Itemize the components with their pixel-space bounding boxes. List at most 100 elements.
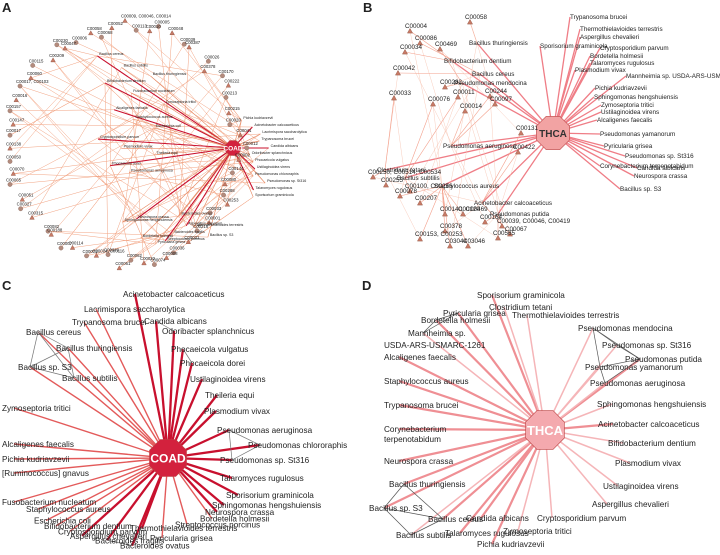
metabolite-label-a-49: C00017, C00103: [16, 79, 49, 84]
species-label-a-33: Aspergillus chevalieri: [188, 222, 222, 226]
edge-b-met-6-0: [444, 82, 463, 88]
metabolite-label-a-25: C00036: [169, 246, 185, 251]
hub-label-a: COAD: [223, 146, 242, 153]
metabolite-label-a-16: C00002: [235, 153, 251, 158]
species-label-b-right-5: Bordetella holmesii: [590, 53, 643, 60]
species-label-d-29: Cryptosporidium parvum: [537, 514, 626, 523]
metabolite-label-a-15: C00012: [243, 141, 259, 146]
species-label-c-6: Phocaeicola vulgatus: [171, 345, 248, 354]
species-label-b-left-4: Pseudomonas aeruginosa: [443, 143, 517, 150]
edge-a-met-2-0: [122, 30, 150, 223]
edge-c-hub-7: [67, 347, 169, 459]
edge-c-hub-17: [13, 457, 169, 460]
metabolite-node-a-24: [185, 239, 191, 244]
edge-d-hub-8: [398, 356, 546, 431]
edge-d-grey-12: [435, 312, 459, 321]
edge-b-extra-0: [469, 21, 478, 44]
edge-d-grey-8: [403, 483, 444, 520]
edge-b-met-16-0: [404, 177, 411, 192]
metabolite-label-b-29: C00067: [505, 226, 528, 233]
metabolite-node-a-54: [62, 45, 68, 51]
metabolite-node-a-23: [194, 228, 200, 234]
edge-b-extra-7: [489, 95, 499, 215]
metabolite-label-a-37: C00082: [44, 224, 60, 229]
species-label-c-35: Pyricularia grisea: [150, 534, 213, 543]
edge-d-grey-3: [616, 344, 641, 360]
metabolite-label-a-51: C00115: [29, 58, 44, 63]
species-label-d-2: Pyricularia grisea: [443, 309, 506, 318]
species-label-a-11: Theileria equi: [156, 151, 178, 155]
edge-a-met-10-0: [122, 85, 229, 223]
edge-c-hub-5: [37, 331, 169, 459]
species-label-b-right-8: Mannheimia sp. USDA-ARS-USMARC-1261: [626, 73, 720, 80]
species-label-b-right-9: Pichia kudriavzevii: [595, 85, 647, 92]
metabolite-node-a-48: [13, 97, 19, 102]
species-label-a-21: Ustilaginoidea virens: [257, 165, 290, 169]
edge-a-hub-32: [179, 147, 234, 216]
edge-a-met-49-1: [19, 85, 137, 220]
panel-b-edges: [372, 16, 638, 247]
edge-d-hub-5: [422, 332, 546, 431]
metabolite-label-a-43: C00050: [6, 154, 22, 159]
species-label-a-19: Odoribacter splanchnicus: [252, 151, 293, 155]
metabolite-node-a-55: [73, 40, 79, 45]
metabolite-node-b-3: [437, 45, 443, 52]
edge-b-met-3-0: [439, 48, 463, 84]
edge-a-hub-33: [185, 147, 234, 227]
metabolite-label-a-2: C00010: [146, 24, 162, 29]
edge-a-met-31-1: [107, 103, 165, 255]
species-label-b-left-3: Pseudomonas mendocina: [454, 80, 527, 87]
metabolite-label-a-35: C00007: [57, 241, 73, 246]
metabolite-node-b-12: [462, 107, 468, 114]
metabolite-node-b-24: [442, 227, 448, 234]
edge-a-met-57-0: [101, 36, 250, 156]
edge-a-met-41-1: [9, 118, 134, 185]
edge-a-hub-13: [128, 147, 234, 173]
species-label-d-11: Pseudomonas yamanorum: [585, 363, 683, 372]
edge-a-hub-6: [113, 109, 234, 149]
species-label-c-20: Pseudomonas sp. St316: [220, 456, 310, 465]
metabolite-node-a-39: [18, 206, 23, 212]
edge-b-extra-4: [404, 51, 483, 204]
edge-a-met-28-0: [143, 161, 254, 264]
species-label-a-29: Pyricularia grisea: [158, 240, 186, 244]
metabolite-node-a-51: [30, 63, 36, 68]
metabolite-label-a-36: C00188: [47, 228, 63, 233]
species-label-d-12: Staphylococcus aureus: [384, 377, 469, 386]
edge-d-hub-20: [398, 428, 546, 463]
species-label-a-13: Pseudomonas aeruginosa: [131, 168, 173, 172]
edge-b-met-9-0: [404, 96, 459, 179]
metabolite-node-b-23: [499, 222, 505, 229]
metabolite-label-a-29: C00062: [127, 253, 143, 258]
panel-letter-a: A: [2, 0, 12, 15]
edge-d-grey-2: [592, 327, 601, 368]
species-label-c-33: Streptococcus porcinus: [175, 521, 260, 530]
metabolite-node-b-15: [383, 181, 389, 188]
edge-a-hub-4: [131, 92, 234, 149]
species-label-c-13: Zymoseptoria tritici: [2, 404, 71, 413]
metabolite-node-a-2: [147, 28, 153, 34]
edge-a-met-52-1: [52, 59, 195, 227]
panel-a-edges: [9, 20, 269, 269]
metabolite-node-b-25: [417, 235, 423, 242]
metabolite-label-b-13: C00131: [516, 125, 539, 132]
species-label-d-9: Pseudomonas sp. St316: [602, 341, 692, 350]
edge-b-met-13-0: [481, 132, 522, 204]
edge-d-hub-26: [442, 429, 546, 520]
metabolite-label-b-17: C00422: [513, 144, 536, 151]
edge-c-hub-21: [13, 457, 169, 503]
species-label-c-16: Pseudomonas aeruginosa: [217, 426, 313, 435]
metabolite-node-a-4: [169, 30, 175, 35]
edge-b-extra-10: [476, 42, 496, 105]
species-label-c-30: Thermothielavioides terrestris: [130, 524, 237, 533]
metabolite-node-a-33: [84, 253, 89, 259]
metabolite-node-b-13: [518, 129, 524, 136]
metabolite-node-a-11: [223, 95, 229, 100]
species-label-c-19: [Ruminococcus] gnavus: [2, 469, 89, 478]
edge-c-grey-0: [37, 331, 69, 349]
species-label-d-13: Pseudomonas aeruginosa: [590, 379, 686, 388]
edge-a-met-39-1: [20, 140, 260, 209]
metabolite-node-a-10: [225, 82, 232, 88]
metabolite-node-a-56: [88, 30, 94, 36]
